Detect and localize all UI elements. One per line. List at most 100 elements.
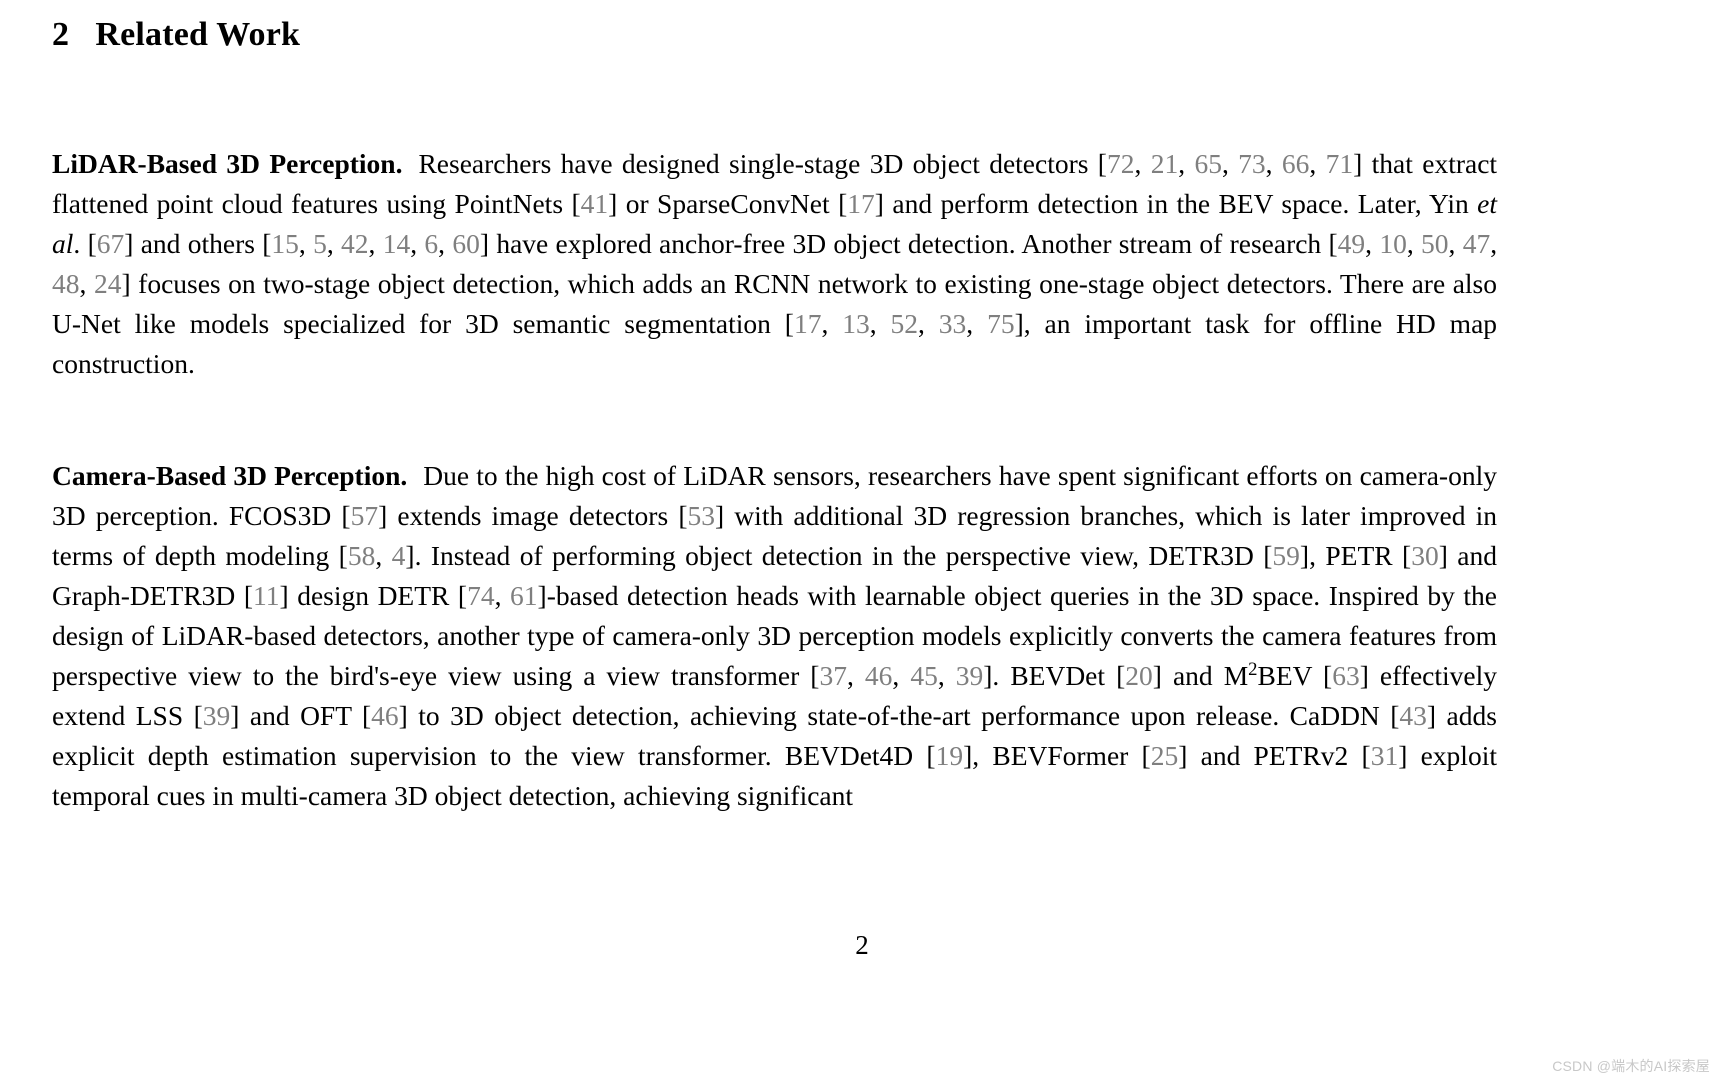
citation-bracket: [ <box>338 539 348 571</box>
citation-ref[interactable]: 15 <box>271 227 299 259</box>
citation-ref[interactable]: 53 <box>687 499 716 531</box>
citation-ref[interactable]: 49 <box>1337 227 1366 259</box>
citation-ref[interactable]: 47 <box>1462 227 1491 259</box>
citation-ref[interactable]: 46 <box>864 659 893 691</box>
citation-bracket: [ <box>1116 659 1126 691</box>
citation-ref[interactable]: 24 <box>93 267 122 299</box>
body-text: , an important task for offline HD map c… <box>52 307 1498 379</box>
citation-bracket: ] <box>537 579 547 611</box>
citation-bracket: ] <box>1426 699 1437 731</box>
citation-ref[interactable]: 74 <box>467 579 495 611</box>
citation-ref[interactable]: 33 <box>938 307 967 339</box>
citation-bracket: ] <box>479 227 490 259</box>
citation-ref[interactable]: 60 <box>452 227 480 259</box>
citation-ref[interactable]: 41 <box>580 187 609 219</box>
body-text: design DETR <box>288 579 458 611</box>
citation-ref[interactable]: 17 <box>847 187 875 219</box>
citation-bracket: ] <box>874 187 884 219</box>
body-text: and Graph-DETR3D <box>52 539 1498 611</box>
citation-ref[interactable]: 52 <box>890 307 919 339</box>
citation-ref[interactable]: 73 <box>1238 147 1266 179</box>
citation-bracket: , <box>438 227 453 259</box>
citation-ref[interactable]: 72 <box>1106 147 1135 179</box>
citation-ref[interactable]: 42 <box>341 227 369 259</box>
citation-bracket: [ <box>361 699 372 731</box>
citation-bracket: [ <box>810 659 820 691</box>
citation-ref[interactable]: 63 <box>1332 659 1360 691</box>
body-text: , BEVFormer <box>972 739 1142 771</box>
citation-ref[interactable]: 11 <box>253 579 280 611</box>
body-text: , PETR <box>1309 539 1403 571</box>
citation-ref[interactable]: 59 <box>1272 539 1300 571</box>
citation-ref[interactable]: 61 <box>510 579 538 611</box>
citation-ref[interactable]: 20 <box>1125 659 1153 691</box>
citation-bracket: , <box>1134 147 1151 179</box>
citation-ref[interactable]: 19 <box>935 739 964 771</box>
citation-ref[interactable]: 71 <box>1325 147 1354 179</box>
citation-bracket: [ <box>926 739 936 771</box>
citation-ref[interactable]: 75 <box>987 307 1015 339</box>
citation-bracket: , <box>375 539 392 571</box>
citation-ref[interactable]: 14 <box>382 227 411 259</box>
citation-ref[interactable]: 37 <box>819 659 847 691</box>
citation-bracket: [ <box>1323 659 1333 691</box>
runin-heading-camera: Camera-Based 3D Perception. <box>52 459 408 491</box>
citation-ref[interactable]: 43 <box>1399 699 1427 731</box>
citation-bracket: ] <box>1014 307 1024 339</box>
citation-ref[interactable]: 57 <box>350 499 379 531</box>
citation-bracket: [ <box>1390 699 1400 731</box>
citation-ref[interactable]: 5 <box>313 227 327 259</box>
citation-bracket: [ <box>838 187 848 219</box>
body-text: . BEVDet <box>992 659 1117 691</box>
citation-ref[interactable]: 30 <box>1411 539 1439 571</box>
body-text: to 3D object detection, achieving state-… <box>407 699 1391 731</box>
body-text: have explored anchor-free 3D object dete… <box>489 227 1329 259</box>
body-text: and others <box>133 227 263 259</box>
citation-ref[interactable]: 39 <box>955 659 984 691</box>
citation-bracket: , <box>410 227 425 259</box>
citation-ref[interactable]: 50 <box>1421 227 1449 259</box>
citation-bracket: , <box>326 227 342 259</box>
citation-bracket: , <box>368 227 383 259</box>
citation-ref[interactable]: 39 <box>202 699 231 731</box>
page-number: 2 <box>855 930 869 960</box>
citation-bracket: ] <box>378 499 388 531</box>
citation-bracket: , <box>1365 227 1380 259</box>
citation-ref[interactable]: 45 <box>910 659 938 691</box>
body-text: exploit temporal cues in multi-camera 3D… <box>52 739 1497 811</box>
citation-bracket: ] <box>1152 659 1162 691</box>
paragraph-camera-based-3d-perception: Camera-Based 3D Perception.Due to the hi… <box>52 456 1497 816</box>
citation-ref[interactable]: 46 <box>371 699 399 731</box>
citation-bracket: ] <box>398 699 408 731</box>
citation-bracket: , <box>821 307 843 339</box>
paragraph-lidar-based-3d-perception: LiDAR-Based 3D Perception.Researchers ha… <box>52 144 1497 384</box>
citation-ref[interactable]: 4 <box>391 539 406 571</box>
citation-ref[interactable]: 21 <box>1150 147 1179 179</box>
citation-ref[interactable]: 17 <box>793 307 822 339</box>
citation-bracket: [ <box>1141 739 1151 771</box>
citation-ref[interactable]: 31 <box>1370 739 1399 771</box>
citation-bracket: , <box>1448 227 1463 259</box>
citation-ref[interactable]: 13 <box>842 307 870 339</box>
citation-ref[interactable]: 48 <box>52 267 80 299</box>
citation-bracket: ] <box>608 187 618 219</box>
citation-bracket: , <box>869 307 891 339</box>
citation-ref[interactable]: 58 <box>347 539 376 571</box>
citation-bracket: [ <box>457 579 468 611</box>
citation-bracket: , <box>1178 147 1195 179</box>
citation-ref[interactable]: 66 <box>1281 147 1310 179</box>
citation-ref[interactable]: 6 <box>424 227 439 259</box>
body-text: extends image detectors <box>387 499 679 531</box>
citation-bracket: , <box>1221 147 1239 179</box>
citation-bracket: ] <box>1438 539 1448 571</box>
citation-ref[interactable]: 65 <box>1194 147 1222 179</box>
citation-bracket: ] <box>124 227 134 259</box>
citation-ref[interactable]: 25 <box>1150 739 1179 771</box>
citation-bracket: , <box>1406 227 1422 259</box>
body-text: and perform detection in the BEV space. … <box>883 187 1478 219</box>
citation-ref[interactable]: 10 <box>1379 227 1407 259</box>
citation-bracket: , <box>937 659 956 691</box>
citation-ref[interactable]: 67 <box>96 227 125 259</box>
citation-bracket: [ <box>784 307 794 339</box>
